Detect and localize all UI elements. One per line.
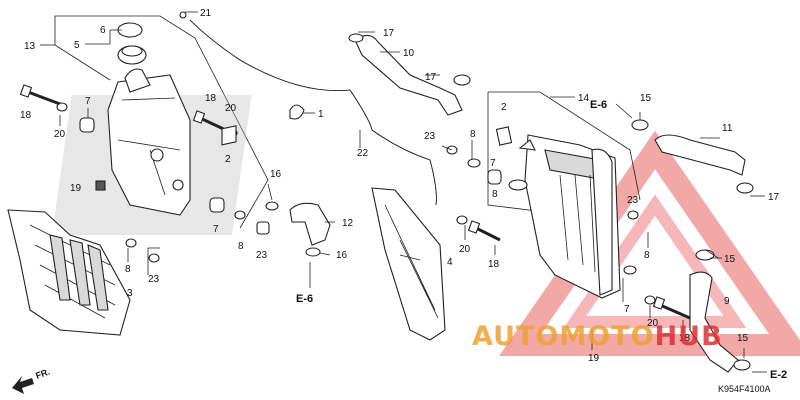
bolt-18-left [19,84,61,106]
hose-9 [689,271,739,373]
label-8: 8 [125,264,131,275]
label-14: 14 [578,93,590,104]
cushion-2-right [495,126,513,146]
label-21: 21 [200,8,212,19]
front-label: FR. [34,367,51,381]
bolt-18-right [467,220,501,242]
label-7: 7 [85,96,91,107]
label-7: 7 [624,304,630,315]
label-6: 6 [100,25,106,36]
label-17: 17 [425,72,437,83]
section-ref-e6-bottom: E-6 [296,293,313,305]
label-22: 22 [357,148,369,159]
label-20: 20 [225,103,237,114]
catalog-code: K954F4100A [718,384,771,394]
label-23: 23 [148,274,160,285]
label-1: 1 [318,109,324,120]
washer-20-left [56,102,68,112]
label-19: 19 [70,183,82,194]
front-arrow-icon [12,376,34,394]
label-23: 23 [256,250,268,261]
label-20: 20 [459,244,471,255]
watermark-text: AUTOMOTOHUB [472,321,723,352]
label-8: 8 [238,241,244,252]
cushion-2-left [221,125,237,146]
label-18: 18 [679,333,691,344]
front-direction-indicator: FR. [12,367,51,394]
label-13: 13 [24,41,36,52]
hose-12 [289,202,331,246]
shroud-fins [49,234,109,311]
section-ref-e6-top: E-6 [590,99,607,111]
label-16: 16 [270,169,282,180]
label-7: 7 [213,224,219,235]
section-ref-e2: E-2 [770,369,787,381]
label-11: 11 [722,123,733,134]
label-18: 18 [205,93,217,104]
label-12: 12 [342,218,354,229]
grommet-7-left [79,117,95,133]
label-16: 16 [336,250,348,261]
label-19: 19 [588,353,600,364]
label-4: 4 [447,257,453,268]
label-3: 3 [127,288,133,299]
label-23: 23 [627,195,639,206]
label-2: 2 [501,102,507,113]
clip-19 [95,180,106,191]
label-17: 17 [768,192,780,203]
radiator-guard-4 [371,187,446,341]
label-2: 2 [225,154,231,165]
label-8: 8 [644,250,650,261]
watermark-label: AUTOMOTOHUB [472,321,723,352]
hose-clip-1 [289,104,305,120]
label-18: 18 [20,110,32,121]
label-18: 18 [488,259,500,270]
leader-lines [40,11,765,358]
label-15: 15 [737,333,749,344]
label-8: 8 [492,189,498,200]
label-15: 15 [640,93,652,104]
label-8: 8 [470,129,476,140]
part-labels: 21 17 10 17 13 6 5 1 18 7 18 20 20 22 14… [20,8,780,364]
label-23: 23 [424,131,436,142]
hose-11 [654,134,746,176]
label-5: 5 [74,40,80,51]
label-20: 20 [647,318,659,329]
section-references: E-6 E-6 E-2 [296,99,787,381]
label-9: 9 [724,296,730,307]
reservoir-bracket-outline [54,15,269,229]
radiator-bracket-outline [487,92,546,213]
label-7: 7 [490,158,496,169]
label-15: 15 [724,254,736,265]
bolt-18-lower-right [652,296,691,320]
label-20: 20 [54,129,66,140]
label-17: 17 [383,28,395,39]
label-10: 10 [403,48,415,59]
